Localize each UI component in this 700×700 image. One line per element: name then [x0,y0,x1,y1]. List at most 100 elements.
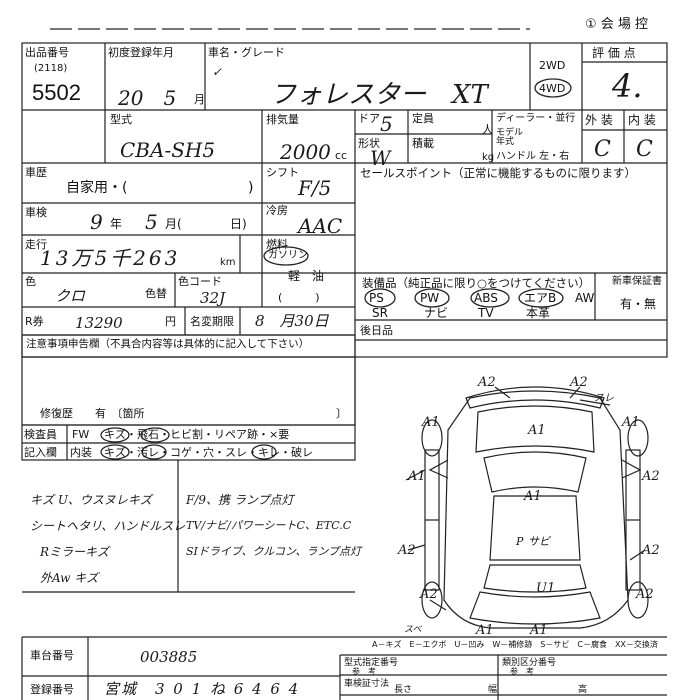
exterior-label: 外 装 [585,113,613,127]
color-code-value: 32J [200,289,226,307]
comment-left-4: 外Aw キズ [40,571,99,585]
handle-label: ハンドル 左・右 [496,151,570,162]
color-value: クロ [55,287,86,305]
shift-label: シフト [266,166,299,179]
equip-abs: ABS [474,291,498,305]
warranty-label: 新車保証書 [612,276,662,287]
interior-label: 内 装 [628,113,656,127]
drive-2wd: 2WD [539,59,566,72]
interior-check-label: 内装 [70,446,92,459]
warranty-value: 有・無 [620,297,657,311]
damage-mark: A1 [476,623,494,638]
damage-legend: A－キズ E－エクボ U－凹み W－補修跡 S－サビ C－腐食 XX－交換済 [372,640,658,649]
first-reg-month: 月 [194,93,205,106]
inspector-label: 検査員 [24,428,57,441]
class-sub: 参 考 [510,667,534,676]
color-code-label: 色コード [178,275,222,288]
damage-mark: A1 [524,489,542,504]
drive-4wd: 4WD [539,82,566,95]
inspection-year: 9 [90,210,103,234]
doors-label: ドア [358,112,380,125]
chassis-value: 003885 [140,648,198,666]
lot-number: 5502 [32,80,81,105]
damage-mark: A2 [398,543,416,558]
type-label: 型式 [110,113,132,126]
model-check: ✓ [212,65,223,79]
type-value: CBA-SH5 [120,138,216,162]
damage-mark: A1 [408,469,426,484]
displacement-label: 排気量 [266,113,299,126]
width-label: 幅 [488,685,498,695]
inspection-month: 5 [145,210,158,234]
sales-label: セールスポイント（正常に機能するものに限ります） [360,166,636,180]
mileage-label: 走行 [25,238,47,251]
grade-value: 4. [612,67,643,105]
damage-mark: A2 [420,587,438,602]
fuel-paren: ( ) [278,291,320,304]
damage-mark: A1 [422,415,440,430]
recycle-value: 13290 [75,314,123,332]
history-label: 車歴 [25,166,47,179]
damage-mark: A2 [570,375,588,390]
damage-mark: A2 [642,543,660,558]
damage-mark: A2 [636,587,654,602]
equip-label: 装備品（純正品に限り○をつけてください） [362,276,591,290]
lot-label: 出品番号 [25,46,69,59]
car-name: フォレスター XT [270,80,488,110]
copy-label: ① 会 場 控 [585,17,649,32]
height-label: 高 [578,685,588,695]
comment-left-1: キズ U、ウスヌレキズ [30,493,152,507]
comment-left-3: Rミラーキズ [40,545,110,559]
displacement-value: 2000 [280,140,331,164]
equip-airbag: エアB [524,291,557,305]
paint-label: 色替 [145,287,167,300]
comment-right-3: SIドライブ、クルコン、ランプ点灯 [186,545,362,558]
damage-mark: スベ [404,625,422,635]
capacity-unit: 人 [482,123,493,136]
fw-label: FW [72,428,90,441]
comment-right-2: TV/ナビ/パワーシートC、ETC.C [186,519,352,532]
notes-label: 注意事項申告欄（不具合内容等は具体的に記入して下さい） [26,338,310,350]
fuel-diesel: 軽 油 [288,269,325,283]
damage-mark: A1 [528,423,546,438]
load-label: 積載 [412,137,434,150]
damage-mark: P [516,535,524,548]
mileage-unit: km [220,257,236,268]
damage-mark: サビ [528,535,550,548]
remarks-label: 記入欄 [24,446,57,459]
shift-value: F/5 [298,176,332,200]
damage-mark: A2 [478,375,496,390]
damage-mark: A1 [530,623,548,638]
inspection-year-suffix: 年 [110,217,123,231]
damage-mark: A2 [642,469,660,484]
aircon-value: AAC [298,214,343,238]
name-change-label: 名変期限 [190,315,234,328]
first-reg-label: 初度登録年月 [108,46,174,59]
reg-label: 登録番号 [30,683,74,696]
dealer-label: ディーラー・並行 [496,113,576,124]
model-label: 車名・グレード [208,46,285,59]
rear-seat-label: 後日品 [360,324,393,337]
equip-pw: PW [420,291,440,305]
damage-mark: A1 [622,415,640,430]
first-reg-value: 20 5 [118,86,177,110]
name-change-value: 8 月30日 [255,312,329,330]
damage-mark: U1 [536,581,556,596]
history-value: 自家用・( [66,180,128,196]
grade-label: 評 価 点 [592,46,636,60]
interior-items: キズ・汚レ・コゲ・穴・スレ・キレ・破レ [104,446,313,459]
exterior-value: C [594,137,611,162]
color-label: 色 [25,275,36,288]
comment-left-2: シートヘタリ、ハンドルスレ [30,519,186,533]
displacement-unit: cc [335,149,348,162]
equip-tv: TV [478,306,494,320]
fuel-label: 燃料 [266,238,288,251]
equip-leather: 本革 [526,306,551,320]
class-label: 類別区分番号 [502,658,557,668]
equip-sr: SR [372,306,388,320]
doors-value: 5 [380,112,393,136]
repair-label: 修復歴 有 〔箇所 [40,407,145,420]
shape-label: 形状 [358,137,380,150]
interior-value: C [636,137,653,162]
